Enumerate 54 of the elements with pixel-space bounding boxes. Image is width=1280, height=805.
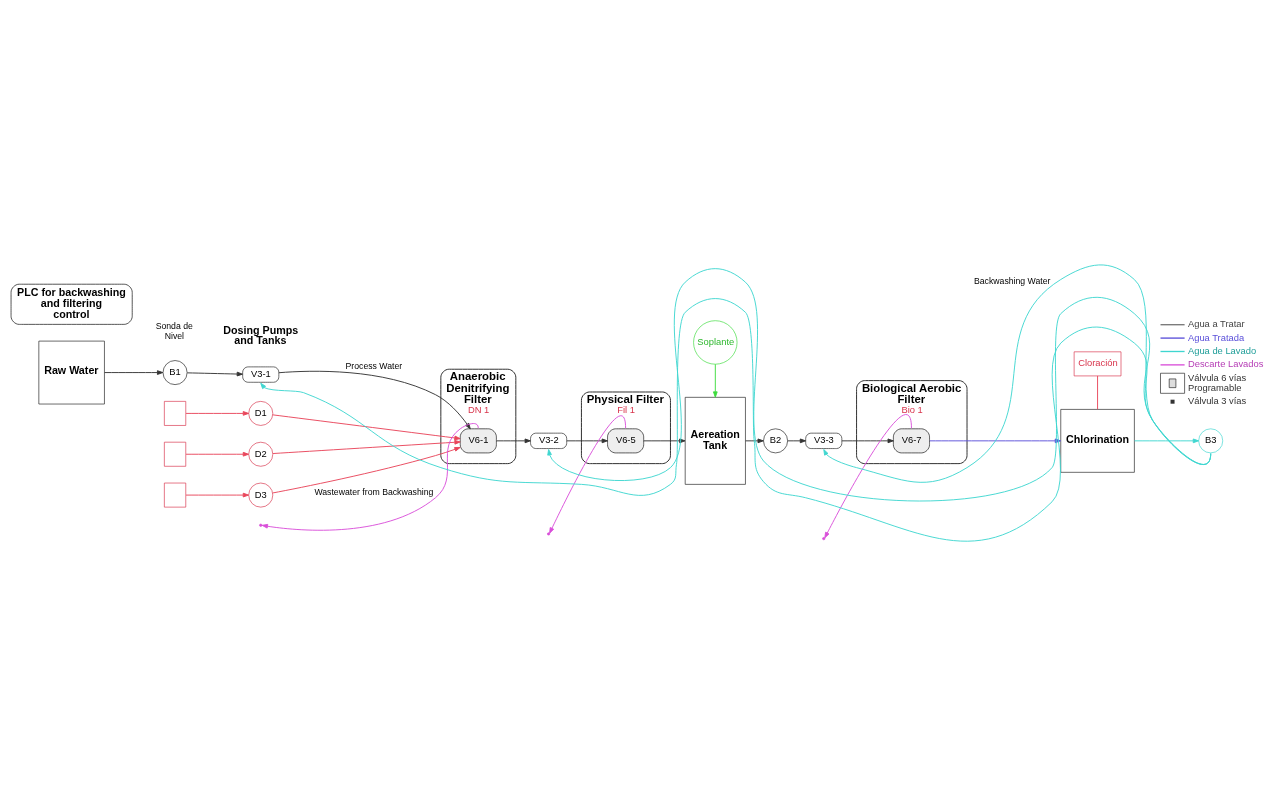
arrow — [1134, 438, 1200, 443]
node-circle: Soplante — [693, 319, 738, 365]
connector — [1097, 374, 1099, 410]
node-box: PLC for backwashing and filtering control — [10, 283, 133, 325]
arrow — [712, 363, 718, 398]
node-box — [164, 400, 187, 426]
arrow — [185, 410, 250, 416]
edge-label: Backwashing Water — [973, 275, 1051, 286]
legend-label: Válvula 3 vías — [1187, 395, 1247, 406]
arrow — [186, 371, 243, 376]
node-circle: B1 — [162, 359, 188, 385]
label: Sonda de Nivel — [155, 320, 193, 341]
node-circle: B2 — [763, 427, 788, 453]
arrow — [549, 414, 627, 534]
node-circle: D3 — [248, 482, 274, 507]
node-box: V3-3 — [805, 432, 843, 449]
edge-label: Process Water — [345, 360, 403, 371]
arrow — [272, 413, 461, 440]
arrow — [261, 422, 479, 531]
node-circle: B3 — [1198, 427, 1224, 453]
node-box: V3-1 — [242, 366, 280, 383]
arrow — [272, 439, 461, 454]
arrow — [566, 438, 608, 443]
node-box: V3-2 — [530, 432, 568, 449]
arrow — [104, 369, 164, 375]
node-circle: D2 — [248, 441, 274, 467]
edge-label: Wastewater from Backwashing — [314, 486, 434, 497]
node-box: V6-1 — [459, 427, 497, 453]
legend-label: Agua de Lavado — [1187, 345, 1257, 356]
arrow — [745, 438, 764, 443]
node-box: Cloración — [1073, 351, 1122, 376]
legend-label: Descarte Lavados — [1187, 358, 1264, 369]
node-box — [164, 441, 187, 467]
arrow — [185, 451, 250, 457]
legend-label: Válvula 6 vías Programable — [1187, 372, 1247, 393]
arrow — [823, 263, 1212, 483]
arrow — [496, 438, 531, 443]
legend-label: Agua a Tratar — [1187, 318, 1245, 329]
legend-label: Agua Tratada — [1187, 332, 1245, 343]
arrow — [643, 438, 686, 443]
arrow — [185, 492, 250, 497]
arrow — [278, 370, 471, 429]
node-box: Aereation Tank — [684, 396, 746, 485]
node-box: Raw Water — [38, 340, 105, 404]
label: Dosing Pumps and Tanks — [223, 323, 299, 346]
node-box — [164, 482, 187, 507]
arrow — [841, 438, 894, 443]
node-box: V6-7 — [893, 427, 930, 453]
node-box: Chlorination — [1060, 408, 1135, 473]
arrow — [272, 446, 461, 493]
arrow — [787, 438, 807, 443]
node-box: V6-5 — [607, 427, 644, 453]
arrow — [824, 413, 912, 538]
node-circle: D1 — [248, 400, 274, 426]
